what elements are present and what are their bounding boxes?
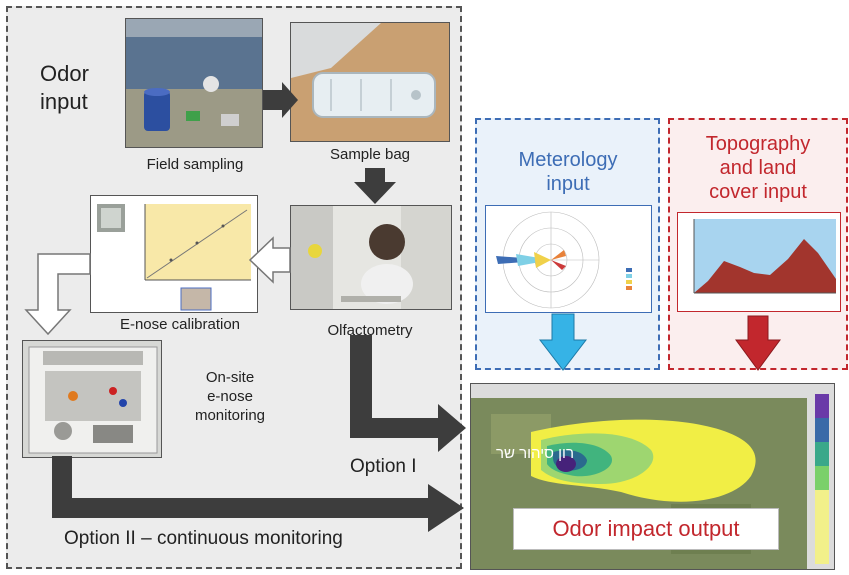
- olfactometry-illustration: [291, 206, 451, 309]
- topography-profile-illustration: [693, 219, 836, 294]
- arrow-field-to-bag: [263, 82, 298, 118]
- meteorology-title-line1: Meterology: [518, 149, 618, 171]
- sample-bag-illustration: [291, 23, 449, 141]
- onsite-label-line2: e-nose: [207, 388, 253, 405]
- odor-input-title-line1: Odor: [40, 61, 89, 86]
- onsite-label-line1: On-site: [205, 369, 255, 386]
- onsite-enose-illustration: [23, 341, 161, 457]
- arrow-olfactometry-to-calibration: [248, 236, 291, 284]
- option1-label: Option I: [350, 456, 417, 477]
- sample-bag-label: Sample bag: [329, 146, 411, 163]
- enose-calibration-chart: [90, 195, 258, 313]
- enose-calibration-label: E-nose calibration: [119, 316, 241, 333]
- odor-input-title-line2: input: [40, 89, 88, 114]
- topography-title-line3: cover input: [709, 181, 807, 203]
- field-sampling-label: Field sampling: [146, 156, 244, 173]
- onsite-enose-photo: [22, 340, 162, 458]
- topography-profile-chart: [677, 212, 841, 312]
- arrow-meteorology-to-map: [538, 313, 588, 371]
- map-overlay-text: רון סיהור שר: [496, 445, 574, 462]
- odor-impact-label: Odor impact output: [552, 516, 740, 541]
- arrow-option1: [350, 335, 466, 452]
- olfactometry-label: Olfactometry: [327, 322, 413, 339]
- arrow-option2: [52, 456, 464, 532]
- wind-rose-illustration: [496, 211, 632, 309]
- odor-impact-label-box: Odor impact output: [513, 508, 779, 550]
- arrow-topography-to-map: [735, 315, 781, 371]
- onsite-enose-label: On-site e-nose monitoring: [180, 368, 280, 425]
- sample-bag-photo: [290, 22, 450, 142]
- wind-rose-chart: [485, 205, 652, 313]
- arrow-calibration-to-onsite: [24, 253, 91, 336]
- topography-title-line1: Topography: [705, 133, 811, 155]
- field-sampling-illustration: [126, 19, 262, 147]
- arrow-bag-to-olfactometry: [354, 168, 396, 204]
- topography-title: Topography and land cover input: [668, 132, 848, 204]
- topography-title-line2: and land: [719, 157, 797, 179]
- option2-label: Option II – continuous monitoring: [64, 528, 343, 549]
- odor-input-title: Odor input: [40, 60, 120, 116]
- meteorology-title: Meterology input: [478, 148, 658, 196]
- meteorology-title-line2: input: [546, 173, 590, 195]
- calibration-chart-illustration: [97, 204, 251, 311]
- field-sampling-photo: [125, 18, 263, 148]
- onsite-label-line3: monitoring: [194, 407, 266, 424]
- olfactometry-photo: [290, 205, 452, 310]
